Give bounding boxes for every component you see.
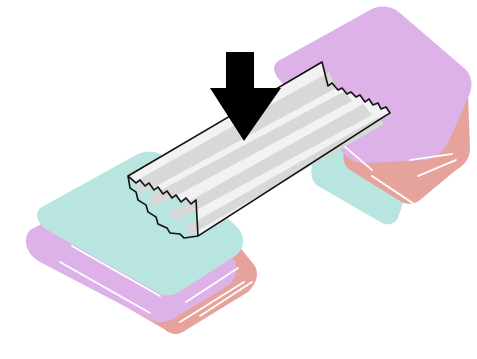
diagram-svg: .outline { stroke: #111111; stroke-width…: [0, 0, 477, 359]
diagram-scene: .outline { stroke: #111111; stroke-width…: [0, 0, 477, 359]
